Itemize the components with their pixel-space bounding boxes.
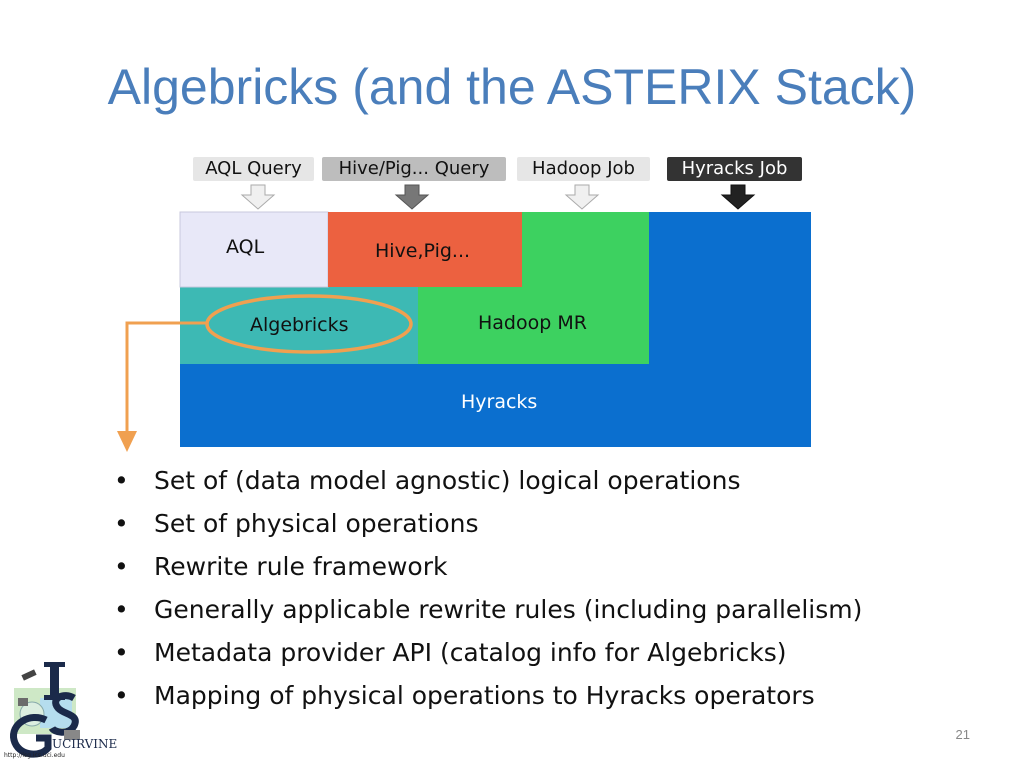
input-tag-hive-pig-query: Hive/Pig... Query bbox=[322, 157, 506, 181]
hive-pig-layer bbox=[328, 212, 522, 287]
feature-bullet-list: • Set of (data model agnostic) logical op… bbox=[110, 462, 990, 720]
asterix-stack-diagram bbox=[117, 184, 811, 452]
bullet-text: Set of (data model agnostic) logical ope… bbox=[154, 466, 741, 495]
bullet-text: Generally applicable rewrite rules (incl… bbox=[154, 595, 863, 624]
input-tag-label: Hive/Pig... Query bbox=[338, 158, 490, 179]
bullet-item: • Mapping of physical operations to Hyrac… bbox=[110, 677, 990, 720]
input-arrows bbox=[240, 184, 756, 210]
input-tag-label: Hadoop Job bbox=[532, 158, 635, 179]
bullet-dot-icon: • bbox=[114, 466, 129, 495]
logo-url-text: http://isg.ics.uci.edu bbox=[4, 752, 65, 759]
hive-pig-layer-label: Hive,Pig... bbox=[375, 240, 471, 262]
hyracks-job-column bbox=[649, 212, 811, 364]
bullet-item: • Set of physical operations bbox=[110, 505, 990, 548]
bullet-text: Rewrite rule framework bbox=[154, 552, 448, 581]
hyracks-layer-label: Hyracks bbox=[461, 391, 538, 413]
callout-arrowhead-icon bbox=[117, 431, 137, 452]
bullet-item: • Metadata provider API (catalog info for… bbox=[110, 634, 990, 677]
input-tag-label: AQL Query bbox=[205, 158, 302, 179]
isg-logo-icon bbox=[10, 662, 80, 758]
bullet-text: Metadata provider API (catalog info for … bbox=[154, 638, 787, 667]
aql-query-arrow-icon bbox=[240, 184, 276, 210]
input-tag-label: Hyracks Job bbox=[681, 158, 788, 179]
aql-layer bbox=[179, 211, 329, 288]
bullet-text: Mapping of physical operations to Hyrack… bbox=[154, 681, 815, 710]
hyracks-job-arrow-icon bbox=[720, 184, 756, 210]
hadoop-job-arrow-icon bbox=[564, 184, 600, 210]
bullet-dot-icon: • bbox=[114, 552, 129, 581]
bullet-dot-icon: • bbox=[114, 638, 129, 667]
page-number: 21 bbox=[955, 727, 970, 742]
bullet-item: • Generally applicable rewrite rules (inc… bbox=[110, 591, 990, 634]
input-tag-aql-query: AQL Query bbox=[193, 157, 314, 181]
input-tag-hyracks-job: Hyracks Job bbox=[667, 157, 802, 181]
input-tag-hadoop-job: Hadoop Job bbox=[517, 157, 650, 181]
bullet-dot-icon: • bbox=[114, 681, 129, 710]
bullet-dot-icon: • bbox=[114, 509, 129, 538]
bullet-item: • Set of (data model agnostic) logical op… bbox=[110, 462, 990, 505]
algebricks-layer-label: Algebricks bbox=[250, 314, 349, 336]
bullet-dot-icon: • bbox=[114, 595, 129, 624]
callout-connector bbox=[125, 321, 207, 432]
hadoop-mr-layer-label: Hadoop MR bbox=[478, 312, 587, 334]
hive-pig-query-arrow-icon bbox=[394, 184, 430, 210]
logo-university-text: UCIRVINE bbox=[52, 737, 118, 751]
bullet-item: • Rewrite rule framework bbox=[110, 548, 990, 591]
bullet-text: Set of physical operations bbox=[154, 509, 479, 538]
aql-layer-label: AQL bbox=[226, 236, 265, 258]
slide-title: Algebricks (and the ASTERIX Stack) bbox=[107, 59, 917, 115]
hyracks-layer bbox=[180, 364, 811, 447]
